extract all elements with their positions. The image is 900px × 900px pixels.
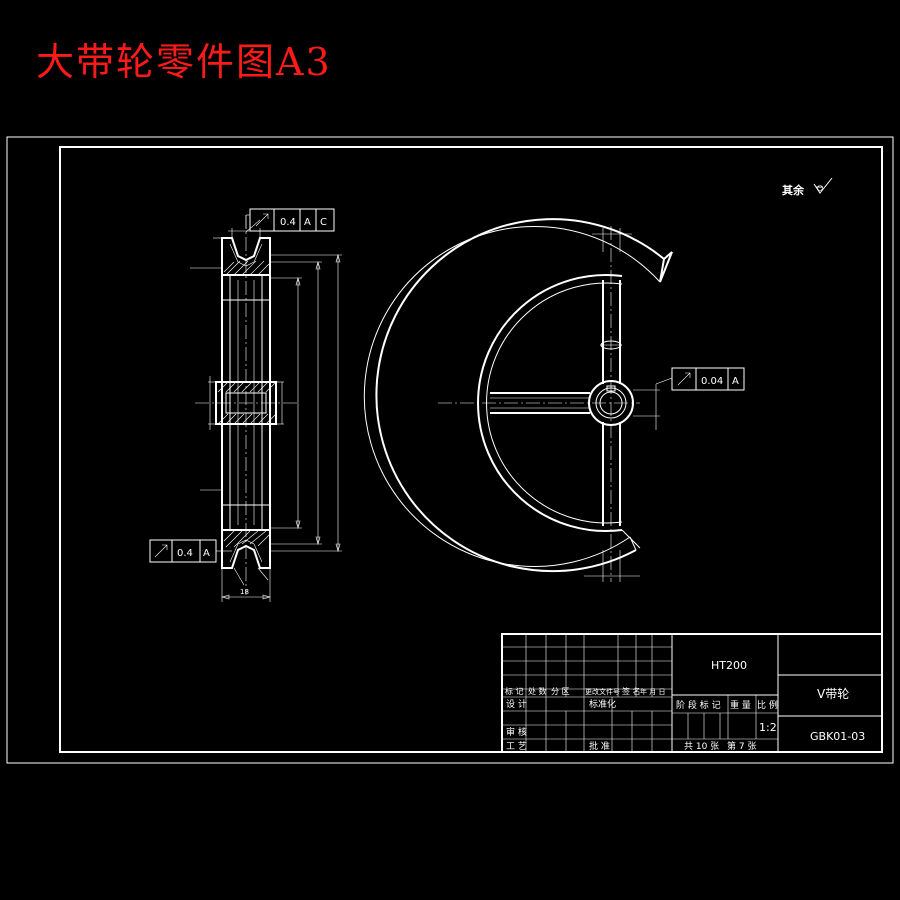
rev-header-sign: 签 名: [622, 686, 641, 696]
runout-symbol-icon: [255, 213, 269, 227]
rev-header-date: 年 月 日: [640, 687, 665, 696]
standardize-label: 标准化: [589, 698, 616, 710]
top-dimension-marks: [228, 214, 264, 238]
page-title: 大带轮零件图A3: [36, 40, 332, 84]
tolerance-frame-right: 0.04 A: [655, 367, 745, 391]
tolerance-bottom-value: 0.4: [177, 548, 193, 559]
section-view: 18 0.4 A C 0.4 A: [149, 208, 342, 602]
tolerance-frame-top: 0.4 A C: [245, 208, 335, 233]
tolerance-top-value: 0.4: [280, 217, 296, 228]
web-lines: [221, 275, 271, 530]
rev-header-mark: 标 记: [505, 686, 524, 696]
roughness-symbol-icon: [813, 177, 833, 194]
top-rim-section: [221, 237, 271, 276]
rev-header-zone: 分 区: [551, 687, 570, 696]
part-name: V带轮: [817, 687, 849, 701]
title-block: 标 记 处 数 分 区 更改文件号 签 名 年 月 日 设 计 标准化 审 核 …: [501, 633, 883, 753]
tolerance-top-datum-2: C: [320, 217, 327, 228]
tolerance-bottom-datum: A: [203, 548, 210, 559]
sheet-number: 第 7 张: [727, 740, 756, 752]
overall-width-value: 18: [240, 588, 249, 596]
rev-header-count: 处 数: [528, 686, 547, 696]
front-bottom-dimension: [584, 550, 640, 582]
weight-label: 重 量: [730, 699, 751, 711]
overall-width-dimension: 18: [220, 567, 272, 602]
rim-outer: [375, 218, 665, 573]
diameter-dimensions: [270, 253, 342, 553]
sheet-total: 共 10 张: [684, 741, 719, 752]
keyway-dimension: [633, 384, 660, 430]
rim-inner-2: [486, 282, 623, 524]
inner-border: [59, 146, 883, 753]
material-text: HT200: [711, 659, 747, 672]
design-label: 设 计: [506, 698, 527, 710]
hub: [588, 380, 634, 426]
outer-border: [6, 136, 894, 764]
spoke-section-marks: [600, 340, 622, 350]
rev-header-doc: 更改文件号: [585, 687, 620, 696]
rim-inner: [477, 274, 623, 532]
rim-outer-2: [363, 225, 661, 567]
roughness-note: 其余: [782, 177, 833, 197]
scale-label: 比 例: [757, 699, 778, 711]
drawing-number: GBK01-03: [810, 730, 865, 743]
front-view: 0.04 A: [363, 218, 745, 582]
tolerance-right-value: 0.04: [701, 376, 723, 387]
runout-symbol-bottom-icon: [154, 544, 168, 558]
runout-symbol-right-icon: [677, 372, 691, 386]
tolerance-top-datum-1: A: [304, 217, 311, 228]
tolerance-frame-bottom: 0.4 A: [149, 539, 232, 563]
check-label: 审 核: [506, 726, 527, 738]
front-top-dimension: [592, 228, 632, 252]
bottom-rim-section: [221, 529, 271, 569]
process-label: 工 艺: [506, 741, 527, 752]
spokes: [490, 280, 621, 526]
left-dimensions: [190, 237, 222, 491]
stage-mark-label: 阶 段 标 记: [676, 699, 721, 711]
scale-value: 1:2: [759, 721, 777, 734]
approve-label: 批 准: [589, 740, 610, 752]
tolerance-right-datum: A: [732, 376, 739, 387]
roughness-note-text: 其余: [782, 183, 805, 197]
